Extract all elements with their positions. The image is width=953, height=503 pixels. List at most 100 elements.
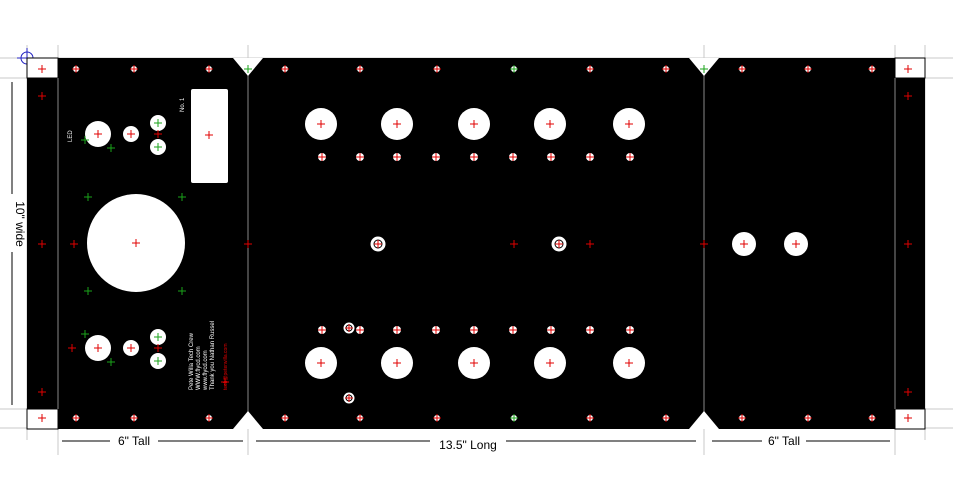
right-tall-label: 6" Tall [768, 434, 800, 448]
crosshair-mark [345, 324, 353, 332]
crosshair-mark [662, 65, 670, 73]
crosshair-mark [154, 143, 162, 151]
crosshair-mark [244, 65, 252, 73]
crosshair-mark [470, 120, 478, 128]
crosshair-mark [84, 287, 92, 295]
crosshair-mark [178, 287, 186, 295]
crosshair-mark [546, 120, 554, 128]
crosshair-mark [432, 153, 440, 161]
crosshair-mark [393, 120, 401, 128]
crosshair-mark [107, 358, 115, 366]
crosshair-mark [804, 65, 812, 73]
crosshair-mark [317, 120, 325, 128]
crosshair-mark [244, 240, 252, 248]
crosshair-mark [70, 240, 78, 248]
crosshair-mark [555, 240, 563, 248]
crosshair-mark [510, 414, 518, 422]
crosshair-mark [625, 120, 633, 128]
crosshair-mark [38, 92, 46, 100]
crosshair-mark [356, 65, 364, 73]
crosshair-mark [868, 65, 876, 73]
crosshair-mark [792, 240, 800, 248]
crosshair-mark [700, 240, 708, 248]
crosshair-mark [356, 414, 364, 422]
left-tall-label: 6" Tall [118, 434, 150, 448]
crosshair-mark [432, 326, 440, 334]
crosshair-mark [94, 344, 102, 352]
crosshair-mark [586, 153, 594, 161]
crosshair-mark [81, 136, 89, 144]
crosshair-mark [393, 153, 401, 161]
credit-line-4: Thank you Nathan Russel [210, 321, 216, 390]
crosshair-mark [393, 359, 401, 367]
crosshair-mark [625, 359, 633, 367]
crosshair-mark [205, 414, 213, 422]
crosshair-mark [509, 153, 517, 161]
width-label: 10" wide [13, 201, 27, 247]
crosshair-mark [547, 153, 555, 161]
credit-text: Pete Willa Tech Crew WWW.flycd.com www.f… [189, 321, 229, 391]
crosshair-mark [700, 65, 708, 73]
top-label: No. 1 [180, 97, 186, 112]
crosshair-mark [904, 414, 912, 422]
crosshair-mark [868, 414, 876, 422]
led-label: LED [68, 130, 74, 142]
middle-panel [305, 108, 645, 405]
crosshair-mark [738, 65, 746, 73]
crosshair-mark [662, 414, 670, 422]
crosshair-mark [470, 359, 478, 367]
crosshair-mark [626, 326, 634, 334]
credit-red-line: tech@peterwilla.com [223, 344, 229, 390]
crosshair-mark [317, 359, 325, 367]
crosshair-mark [470, 326, 478, 334]
green-crosshair-markers [81, 65, 708, 422]
crosshair-mark [547, 326, 555, 334]
crosshair-mark [38, 414, 46, 422]
crosshair-mark [904, 65, 912, 73]
red-crosshair-markers [38, 65, 912, 422]
crosshair-mark [130, 414, 138, 422]
crosshair-mark [738, 414, 746, 422]
crosshair-mark [205, 65, 213, 73]
crosshair-mark [72, 65, 80, 73]
crosshair-mark [510, 65, 518, 73]
crosshair-mark [586, 240, 594, 248]
crosshair-mark [586, 414, 594, 422]
crosshair-mark [318, 153, 326, 161]
crosshair-mark [470, 153, 478, 161]
corner-tabs [26, 57, 926, 430]
crosshair-mark [72, 414, 80, 422]
crosshair-mark [84, 193, 92, 201]
crosshair-mark [904, 240, 912, 248]
crosshair-mark [154, 344, 162, 352]
crosshair-mark [68, 344, 76, 352]
crosshair-mark [586, 65, 594, 73]
crosshair-mark [127, 344, 135, 352]
crosshair-mark [154, 130, 162, 138]
crosshair-mark [281, 414, 289, 422]
crosshair-mark [281, 65, 289, 73]
crosshair-mark [94, 130, 102, 138]
crosshair-mark [393, 326, 401, 334]
crosshair-mark [804, 414, 812, 422]
crosshair-mark [130, 65, 138, 73]
crosshair-mark [154, 119, 162, 127]
crosshair-mark [127, 130, 135, 138]
credit-line-2: WWW.flycd.com [196, 346, 202, 390]
crosshair-mark [510, 240, 518, 248]
crosshair-mark [178, 193, 186, 201]
crosshair-mark [38, 65, 46, 73]
crosshair-mark [38, 240, 46, 248]
crosshair-mark [154, 333, 162, 341]
length-label: 13.5" Long [439, 438, 497, 452]
crosshair-mark [107, 144, 115, 152]
crosshair-mark [374, 240, 382, 248]
crosshair-mark [81, 330, 89, 338]
crosshair-mark [904, 388, 912, 396]
crosshair-mark [318, 326, 326, 334]
crosshair-mark [509, 326, 517, 334]
crosshair-mark [345, 394, 353, 402]
crosshair-mark [626, 153, 634, 161]
crosshair-mark [433, 414, 441, 422]
crosshair-mark [356, 153, 364, 161]
